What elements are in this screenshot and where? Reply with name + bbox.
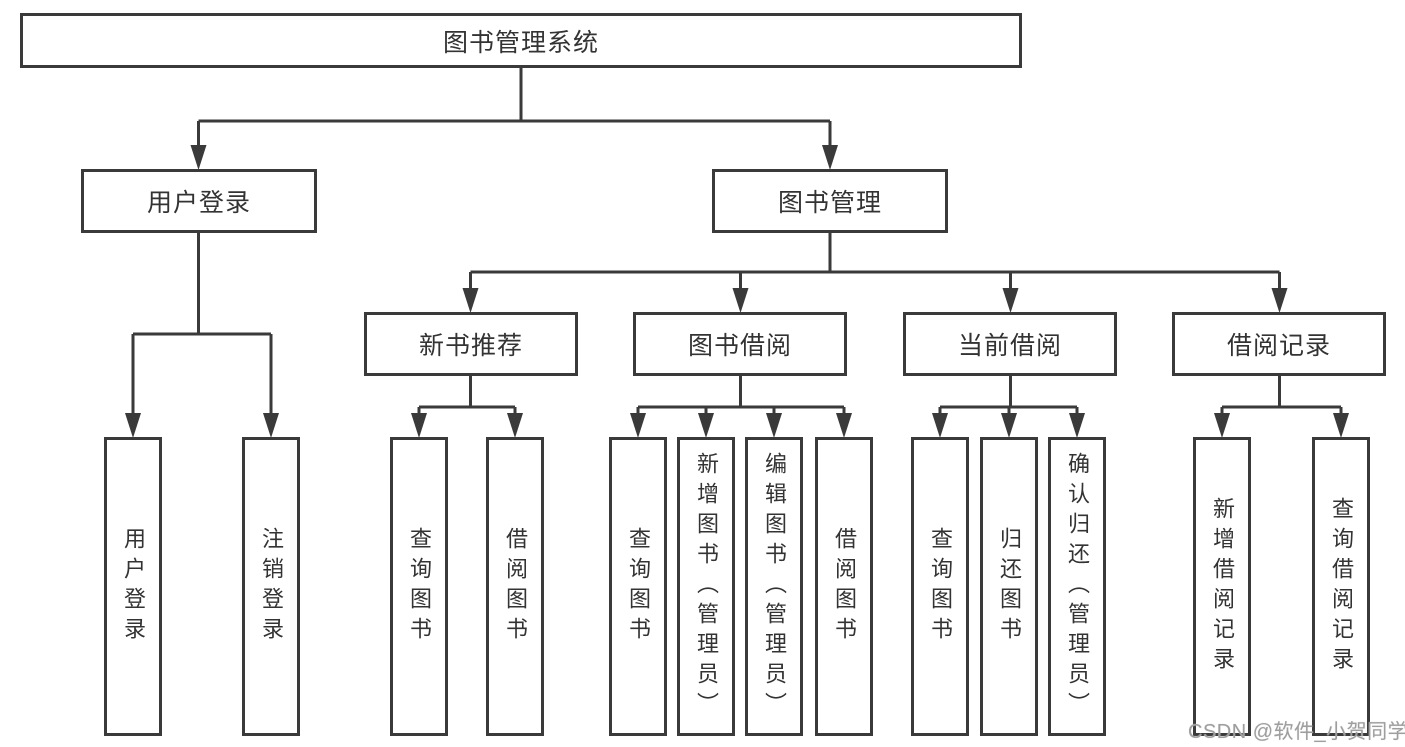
connector-borrow-records-children: [1214, 376, 1349, 438]
leaf-query-books-current: 查询图书: [911, 437, 969, 736]
leaf-add-books-admin-label: 新增图书（管理员）: [694, 451, 719, 722]
connector-current-borrow-children: [932, 376, 1085, 438]
leaf-query-books-current-label: 查询图书: [928, 526, 953, 647]
leaf-query-books-borrow-label: 查询图书: [626, 526, 651, 647]
connector-user-login-children: [125, 233, 279, 438]
leaf-return-books-label: 归还图书: [997, 526, 1022, 647]
node-new-book-recommend: 新书推荐: [364, 312, 578, 376]
node-borrow-records-label: 借阅记录: [1226, 332, 1331, 360]
leaf-logout-label: 注销登录: [259, 526, 284, 647]
leaf-logout: 注销登录: [242, 437, 300, 736]
csdn-watermark: CSDN @软件_小贺同学: [1188, 721, 1405, 743]
leaf-edit-books-admin-label: 编辑图书（管理员）: [762, 451, 787, 722]
connector-new-book-children: [411, 376, 523, 438]
node-book-management: 图书管理: [712, 169, 948, 233]
leaf-confirm-return-admin-label: 确认归还（管理员）: [1065, 451, 1090, 722]
leaf-edit-books-admin: 编辑图书（管理员）: [745, 437, 803, 736]
node-new-book-recommend-label: 新书推荐: [418, 332, 523, 360]
connector-root-to-level2: [190, 68, 838, 170]
leaf-user-login: 用户登录: [104, 437, 162, 736]
leaf-query-borrow-record: 查询借阅记录: [1312, 437, 1370, 736]
leaf-borrow-books-recommend: 借阅图书: [486, 437, 544, 736]
connector-book-mgmt-to-level3: [462, 233, 1288, 313]
leaf-borrow-books-recommend-label: 借阅图书: [503, 526, 528, 647]
leaf-add-borrow-record: 新增借阅记录: [1193, 437, 1251, 736]
leaf-query-books-borrow: 查询图书: [609, 437, 667, 736]
leaf-add-borrow-record-label: 新增借阅记录: [1210, 496, 1235, 677]
connector-book-borrow-children: [630, 376, 852, 438]
node-library-system: 图书管理系统: [20, 13, 1022, 68]
leaf-borrow-books-label: 借阅图书: [832, 526, 857, 647]
leaf-confirm-return-admin: 确认归还（管理员）: [1048, 437, 1106, 736]
node-user-login-label: 用户登录: [146, 189, 251, 217]
node-book-borrow-label: 图书借阅: [687, 332, 792, 360]
leaf-add-books-admin: 新增图书（管理员）: [677, 437, 735, 736]
node-book-management-label: 图书管理: [777, 189, 882, 217]
node-borrow-records: 借阅记录: [1172, 312, 1386, 376]
node-library-system-label: 图书管理系统: [442, 28, 599, 57]
node-current-borrow-label: 当前借阅: [957, 332, 1062, 360]
leaf-return-books: 归还图书: [980, 437, 1038, 736]
leaf-user-login-label: 用户登录: [121, 526, 146, 647]
leaf-query-books-recommend: 查询图书: [390, 437, 448, 736]
leaf-query-books-recommend-label: 查询图书: [407, 526, 432, 647]
leaf-query-borrow-record-label: 查询借阅记录: [1329, 496, 1354, 677]
node-current-borrow: 当前借阅: [903, 312, 1117, 376]
node-book-borrow: 图书借阅: [633, 312, 847, 376]
node-user-login: 用户登录: [81, 169, 317, 233]
leaf-borrow-books: 借阅图书: [815, 437, 873, 736]
